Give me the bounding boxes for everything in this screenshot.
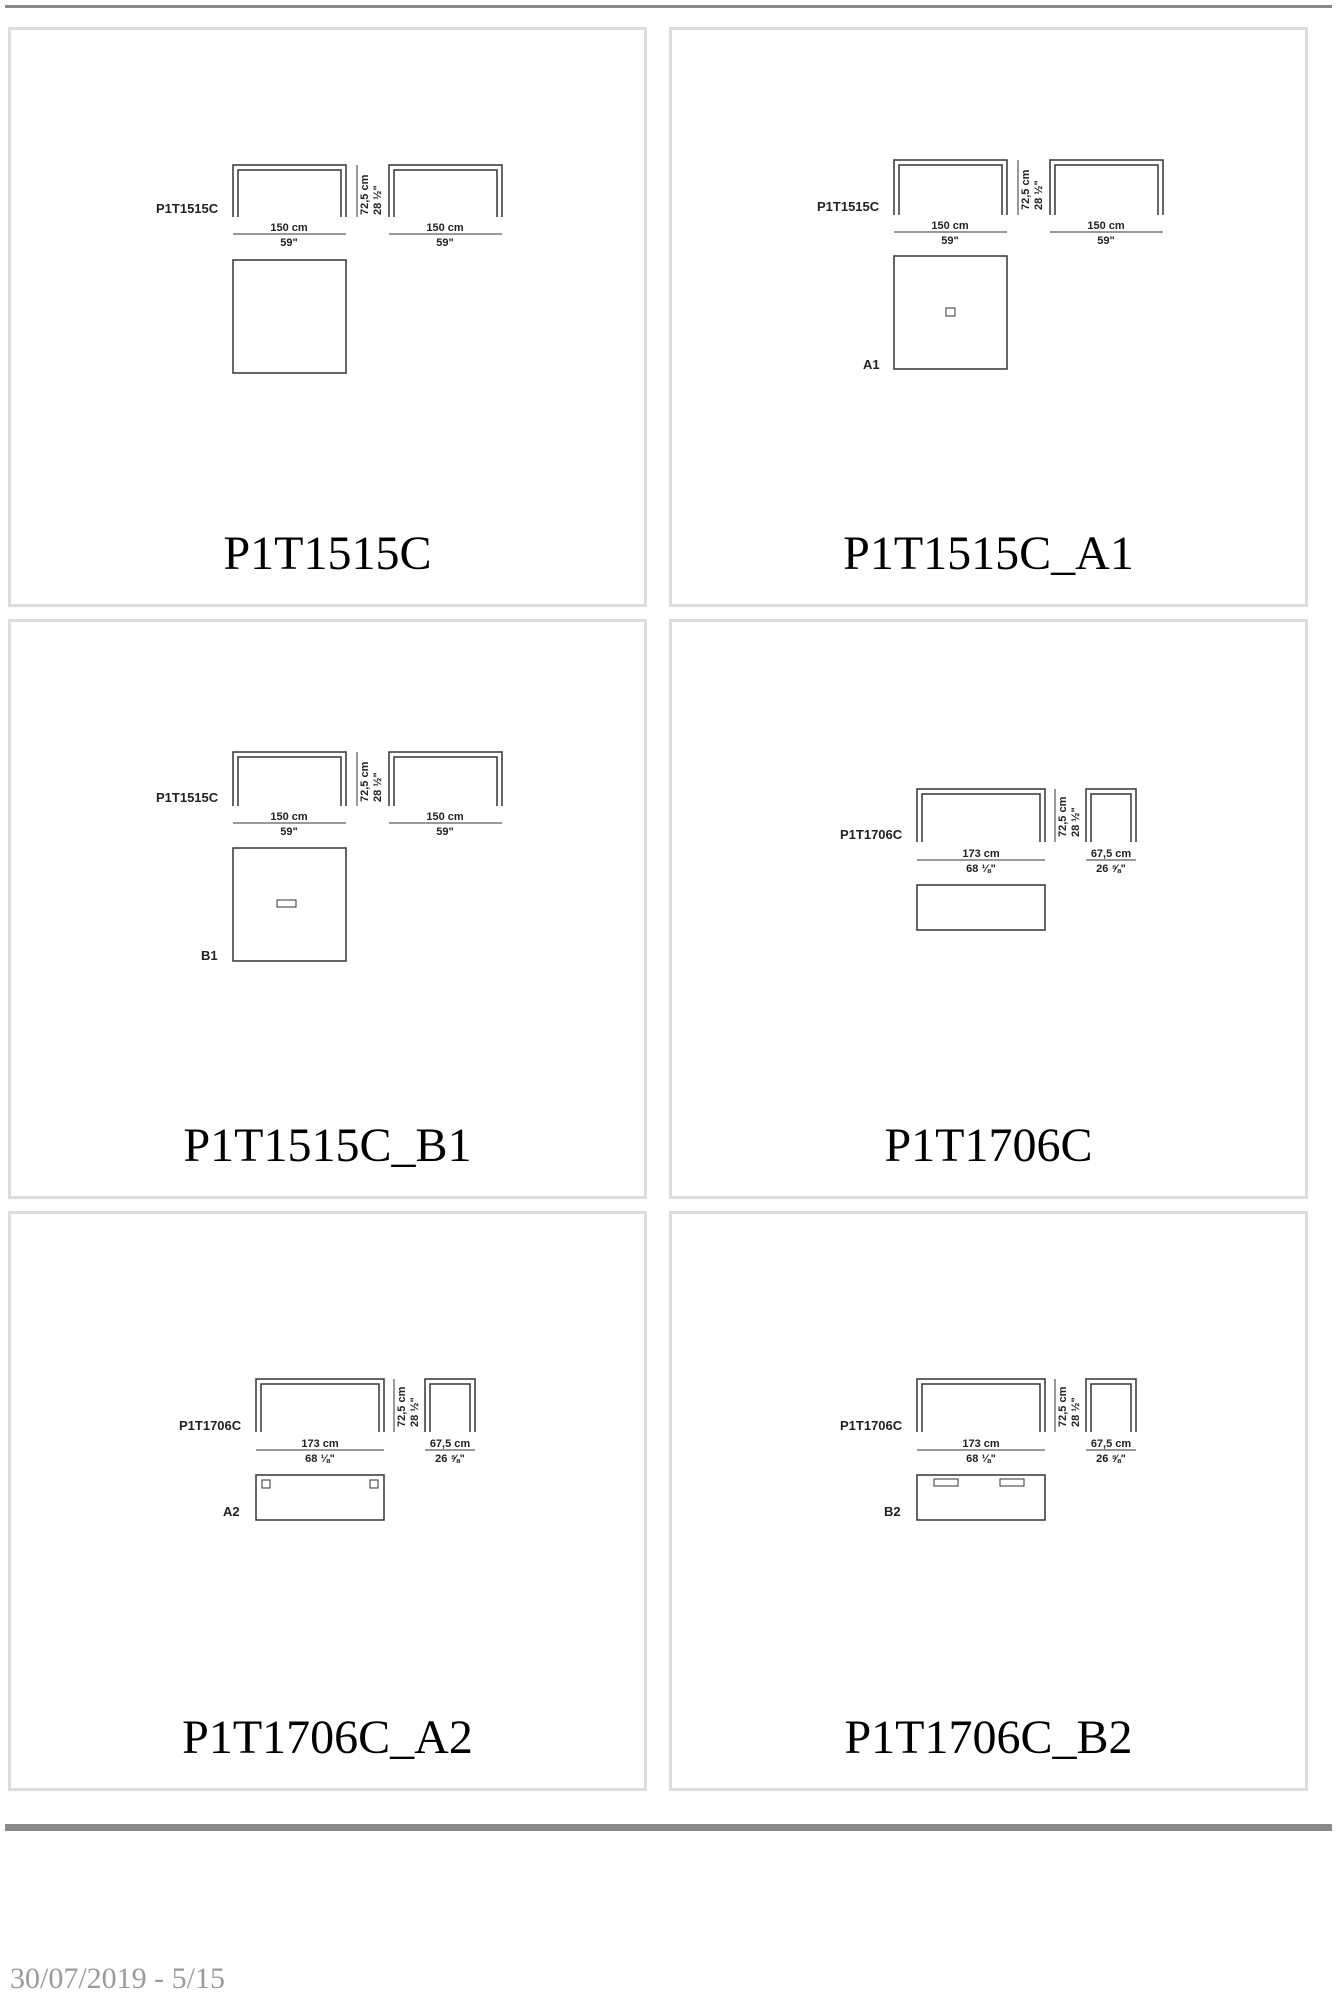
height-in: 28 ½" (1070, 1397, 1082, 1427)
card-title: P1T1515C_B1 (183, 1119, 472, 1172)
card-title: P1T1515C (223, 527, 432, 580)
plan-view (232, 259, 347, 374)
bottom-rule (5, 1824, 1332, 1831)
grommet-b2-right (999, 1478, 1025, 1487)
width-in: 68 ⅛" (305, 1453, 335, 1465)
footer-date-page: 30/07/2019 - 5/15 (10, 1962, 225, 1995)
height-cm: 72,5 cm (1057, 796, 1069, 837)
height-in: 28 ½" (372, 185, 384, 215)
front-elevation (916, 788, 1046, 842)
depth-cm: 67,5 cm (1091, 848, 1132, 860)
model-label: P1T1706C (179, 1418, 242, 1433)
grommet-a2-left (261, 1479, 271, 1489)
model-label: P1T1515C (156, 201, 219, 216)
model-label: P1T1706C (840, 827, 903, 842)
plan-view (255, 1474, 385, 1521)
height-in: 28 ½" (372, 772, 384, 802)
product-card-p1t1515c-b1: P1T1515C 150 cm 59" 72,5 cm 28 ½" 150 cm… (8, 619, 647, 1199)
side-elevation (424, 1378, 476, 1432)
width-cm: 173 cm (962, 1438, 1000, 1450)
width-cm: 173 cm (962, 848, 1000, 860)
depth-in: 59" (436, 826, 453, 838)
grommet-a2-right (369, 1479, 379, 1489)
depth-cm: 150 cm (1087, 220, 1125, 232)
plan-view (893, 255, 1008, 370)
height-in: 28 ½" (1033, 180, 1045, 210)
front-elevation (255, 1378, 385, 1432)
card-title: P1T1515C_A1 (843, 527, 1134, 580)
width-cm: 173 cm (301, 1438, 339, 1450)
width-in: 68 ⅛" (966, 1453, 996, 1465)
variant-label: B1 (201, 948, 218, 963)
width-in: 68 ⅛" (966, 863, 996, 875)
card-title: P1T1706C_B2 (844, 1711, 1133, 1764)
height-cm: 72,5 cm (1020, 169, 1032, 210)
height-in: 28 ½" (409, 1397, 421, 1427)
front-elevation (232, 164, 347, 217)
side-elevation (1049, 159, 1164, 215)
side-elevation (388, 164, 503, 217)
depth-cm: 150 cm (426, 811, 464, 823)
height-cm: 72,5 cm (1057, 1386, 1069, 1427)
depth-cm: 150 cm (426, 222, 464, 234)
side-elevation (388, 751, 503, 806)
depth-cm: 67,5 cm (430, 1438, 471, 1450)
technical-drawing: P1T1706C 173 cm 68 ⅛" 72,5 cm 28 ½" 67,5… (179, 1378, 476, 1521)
grommet-a1 (945, 307, 956, 317)
width-cm: 150 cm (270, 811, 308, 823)
variant-label: B2 (884, 1504, 901, 1519)
front-elevation (232, 751, 347, 806)
depth-cm: 67,5 cm (1091, 1438, 1132, 1450)
product-card-p1t1515c-a1: P1T1515C 150 cm 59" 72,5 cm 28 ½" 150 cm… (669, 27, 1308, 607)
depth-in: 26 ⅝" (435, 1453, 465, 1465)
height-cm: 72,5 cm (359, 761, 371, 802)
product-card-p1t1706c: P1T1706C 173 cm 68 ⅛" 72,5 cm 28 ½" 67,5… (669, 619, 1308, 1199)
height-in: 28 ½" (1070, 807, 1082, 837)
product-card-p1t1706c-b2: P1T1706C 173 cm 68 ⅛" 72,5 cm 28 ½" 67,5… (669, 1211, 1308, 1791)
variant-label: A2 (223, 1504, 240, 1519)
height-cm: 72,5 cm (359, 174, 371, 215)
technical-drawing: P1T1515C 150 cm 59" 72,5 cm 28 ½" 150 cm… (817, 159, 1164, 372)
front-elevation (916, 1378, 1046, 1432)
height-cm: 72,5 cm (396, 1386, 408, 1427)
product-card-p1t1706c-a2: P1T1706C 173 cm 68 ⅛" 72,5 cm 28 ½" 67,5… (8, 1211, 647, 1791)
width-in: 59" (941, 235, 958, 247)
grommet-b2-left (933, 1478, 959, 1487)
model-label: P1T1515C (156, 790, 219, 805)
width-cm: 150 cm (270, 222, 308, 234)
grommet-b1 (276, 899, 297, 908)
plan-view (232, 847, 347, 962)
plan-view (916, 1474, 1046, 1521)
card-title: P1T1706C_A2 (182, 1711, 473, 1764)
technical-drawing: P1T1515C 150 cm 59" 72,5 cm 28 ½" 150 cm… (156, 164, 503, 374)
depth-in: 26 ⅝" (1096, 863, 1126, 875)
top-rule (5, 5, 1332, 8)
front-elevation (893, 159, 1008, 215)
width-in: 59" (280, 237, 297, 249)
variant-label: A1 (863, 357, 880, 372)
side-elevation (1085, 1378, 1137, 1432)
model-label: P1T1706C (840, 1418, 903, 1433)
width-in: 59" (280, 826, 297, 838)
plan-view (916, 884, 1046, 931)
technical-drawing: P1T1706C 173 cm 68 ⅛" 72,5 cm 28 ½" 67,5… (840, 1378, 1137, 1521)
depth-in: 26 ⅝" (1096, 1453, 1126, 1465)
technical-drawing: P1T1515C 150 cm 59" 72,5 cm 28 ½" 150 cm… (156, 751, 503, 963)
width-cm: 150 cm (931, 220, 969, 232)
depth-in: 59" (1097, 235, 1114, 247)
depth-in: 59" (436, 237, 453, 249)
technical-drawing: P1T1706C 173 cm 68 ⅛" 72,5 cm 28 ½" 67,5… (840, 788, 1137, 931)
side-elevation (1085, 788, 1137, 842)
card-title: P1T1706C (884, 1119, 1093, 1172)
product-card-p1t1515c: P1T1515C 150 cm 59" 72,5 cm 28 ½" 150 cm… (8, 27, 647, 607)
model-label: P1T1515C (817, 199, 880, 214)
